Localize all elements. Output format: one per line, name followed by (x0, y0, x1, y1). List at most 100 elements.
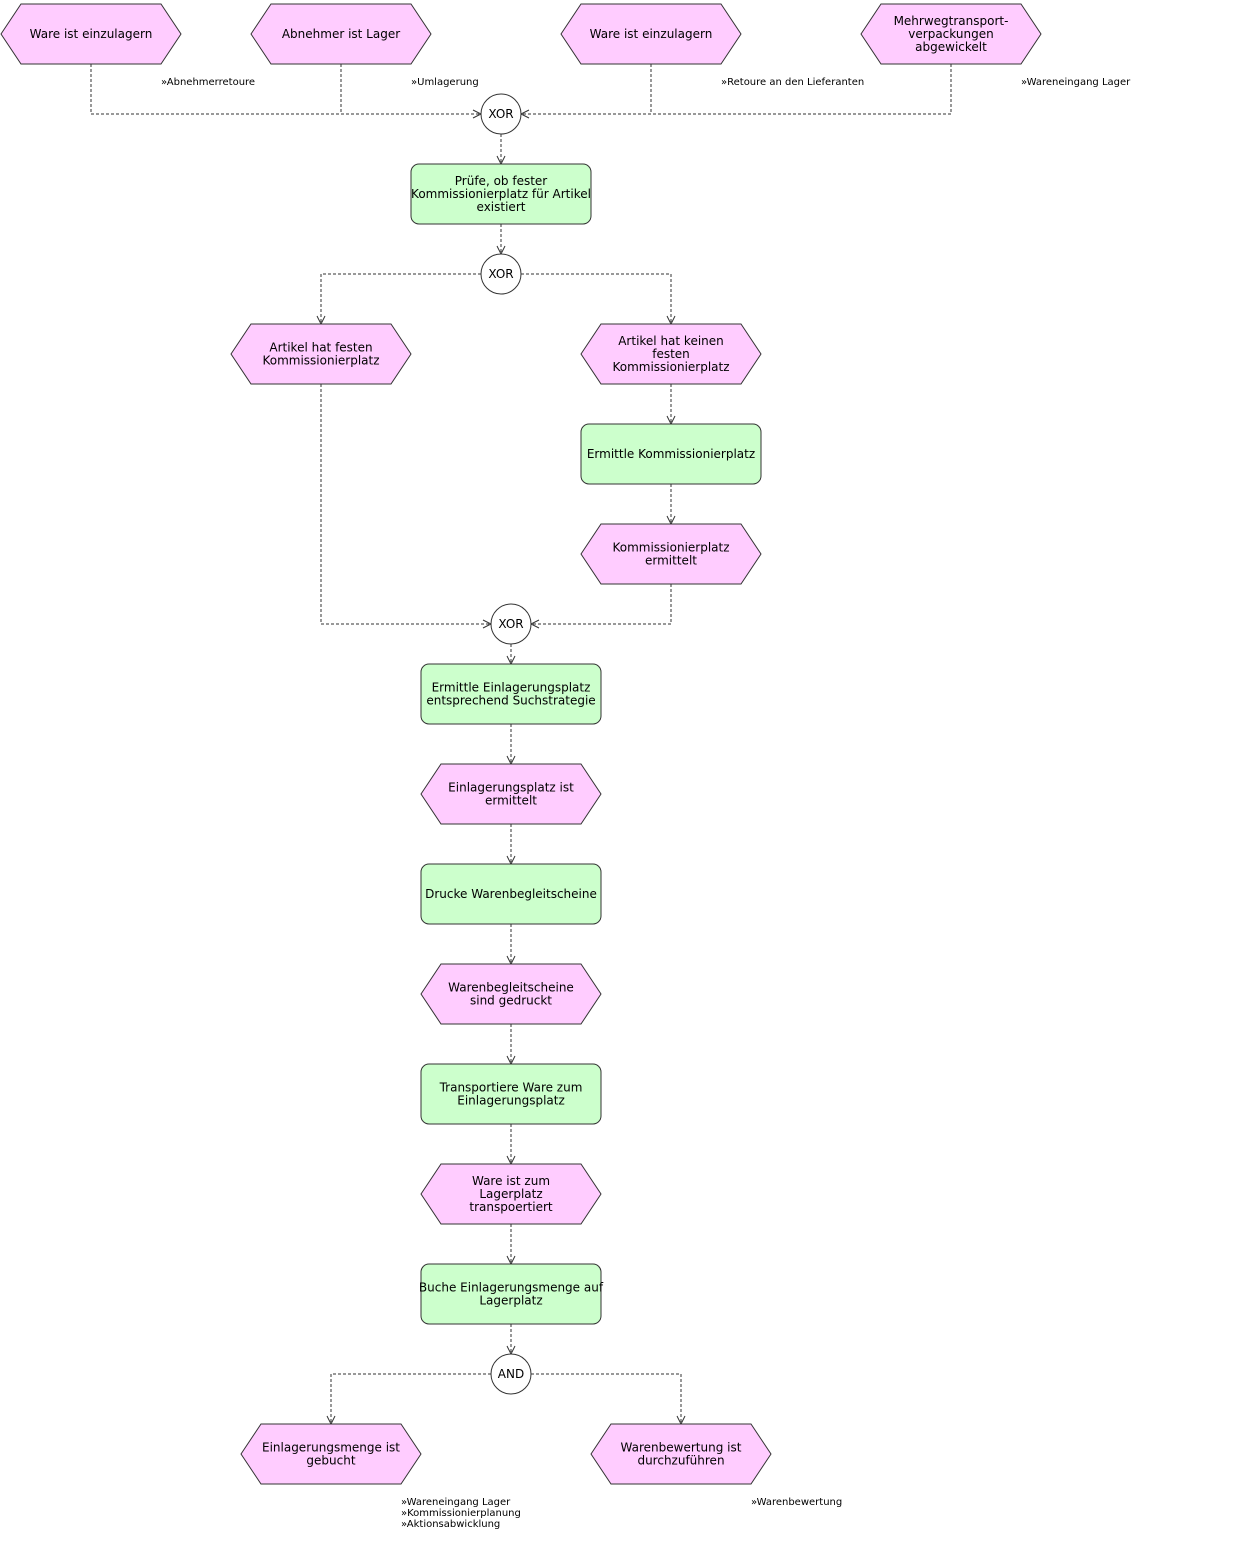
operator-shape (480, 93, 522, 135)
event-shape (230, 323, 412, 385)
process-reference-link[interactable]: »Kommissionierplanung (401, 1508, 521, 1519)
event-label-line: Kommissionierplatz (612, 360, 729, 374)
function-f4: Drucke Warenbegleitscheine (420, 863, 602, 925)
process-reference-r4[interactable]: »Wareneingang Lager (1021, 77, 1131, 88)
event-label: Ware ist einzulagern (590, 27, 713, 41)
event-shape (580, 323, 762, 385)
event-label-line: Ware ist einzulagern (30, 27, 153, 41)
function-label-line: Ermittle Einlagerungsplatz (432, 681, 591, 695)
event-label-line: ermittelt (645, 554, 697, 568)
function-label: Ermittle Kommissionierplatz (587, 447, 755, 461)
event-label-line: Artikel hat festen (269, 341, 372, 355)
function-shape (580, 423, 762, 485)
operator-label: XOR (488, 267, 513, 281)
event-shape (860, 3, 1042, 65)
connector-x2-e6 (521, 273, 672, 324)
connector-e1-x1 (90, 64, 481, 115)
event-label-line: Lagerplatz (479, 1187, 542, 1201)
event-e1: Ware ist einzulagern (0, 3, 182, 65)
function-shape (420, 1063, 602, 1125)
process-reference-link[interactable]: »Warenbewertung (751, 1497, 842, 1508)
process-reference-r6[interactable]: »Warenbewertung (751, 1497, 842, 1508)
event-label-line: Kommissionierplatz (262, 354, 379, 368)
event-label-line: ermittelt (485, 794, 537, 808)
event-label-line: abgewickelt (915, 40, 987, 54)
connector-x2-e5 (320, 273, 481, 324)
process-references: »Abnehmerretoure »Umlagerung »Retoure an d… (161, 77, 1131, 1530)
event-e3: Ware ist einzulagern (560, 3, 742, 65)
process-reference-link[interactable]: »Aktionsabwicklung (401, 1519, 500, 1530)
event-shape (590, 1423, 772, 1485)
function-label-line: Einlagerungsplatz (457, 1094, 565, 1108)
operator-x2: XOR (480, 253, 522, 295)
event-shape (240, 1423, 422, 1485)
event-label-line: Einlagerungsmenge ist (262, 1441, 400, 1455)
process-reference-r2[interactable]: »Umlagerung (411, 77, 479, 88)
process-reference-r3[interactable]: »Retoure an den Lieferanten (721, 77, 864, 88)
event-label-line: Mehrwegtransport- (894, 14, 1009, 28)
operator-label: XOR (488, 107, 513, 121)
process-reference-link[interactable]: »Umlagerung (411, 77, 479, 88)
event-label-line: Ware ist zum (472, 1174, 550, 1188)
function-label-line: Kommissionierplatz für Artikel (411, 187, 591, 201)
event-label: Abnehmer ist Lager (282, 27, 400, 41)
function-shape (410, 163, 592, 225)
event-label: Ware ist einzulagern (30, 27, 153, 41)
connector-e7-x3 (531, 584, 672, 625)
function-shape (420, 1263, 602, 1325)
function-label-line: Buche Einlagerungsmenge auf (419, 1281, 604, 1295)
event-shape (420, 763, 602, 825)
event-shape (0, 3, 182, 65)
process-reference-link[interactable]: »Wareneingang Lager (401, 1497, 511, 1508)
connector-e5-x3 (320, 384, 491, 625)
process-reference-link[interactable]: »Abnehmerretoure (161, 77, 255, 88)
event-label-line: Abnehmer ist Lager (282, 27, 400, 41)
event-label-line: Warenbewertung ist (621, 1441, 742, 1455)
operator-shape (490, 603, 532, 645)
event-label-line: gebucht (306, 1454, 355, 1468)
operator-x3: XOR (490, 603, 532, 645)
event-shape (560, 3, 742, 65)
process-reference-r1[interactable]: »Abnehmerretoure (161, 77, 255, 88)
function-label: Drucke Warenbegleitscheine (425, 887, 597, 901)
event-label-line: Kommissionierplatz (612, 541, 729, 555)
function-label-line: Drucke Warenbegleitscheine (425, 887, 597, 901)
process-reference-link[interactable]: »Retoure an den Lieferanten (721, 77, 864, 88)
event-label-line: verpackungen (908, 27, 993, 41)
function-shape (420, 863, 602, 925)
operator-x1: XOR (480, 93, 522, 135)
function-shape (420, 663, 602, 725)
process-reference-link[interactable]: »Wareneingang Lager (1021, 77, 1131, 88)
process-reference-r5[interactable]: »Wareneingang Lager»Kommissionierplanung… (401, 1497, 521, 1530)
connectors (90, 64, 952, 1426)
function-label-line: Prüfe, ob fester (455, 174, 548, 188)
operator-a1: AND (490, 1353, 532, 1395)
connector-a1-e12 (531, 1373, 682, 1424)
event-label-line: sind gedruckt (470, 994, 552, 1008)
event-label-line: Einlagerungsplatz ist (448, 781, 574, 795)
function-label-line: Transportiere Ware zum (439, 1081, 583, 1095)
event-label-line: festen (652, 347, 690, 361)
event-shape (420, 1163, 602, 1225)
connector-a1-e11 (330, 1373, 491, 1424)
